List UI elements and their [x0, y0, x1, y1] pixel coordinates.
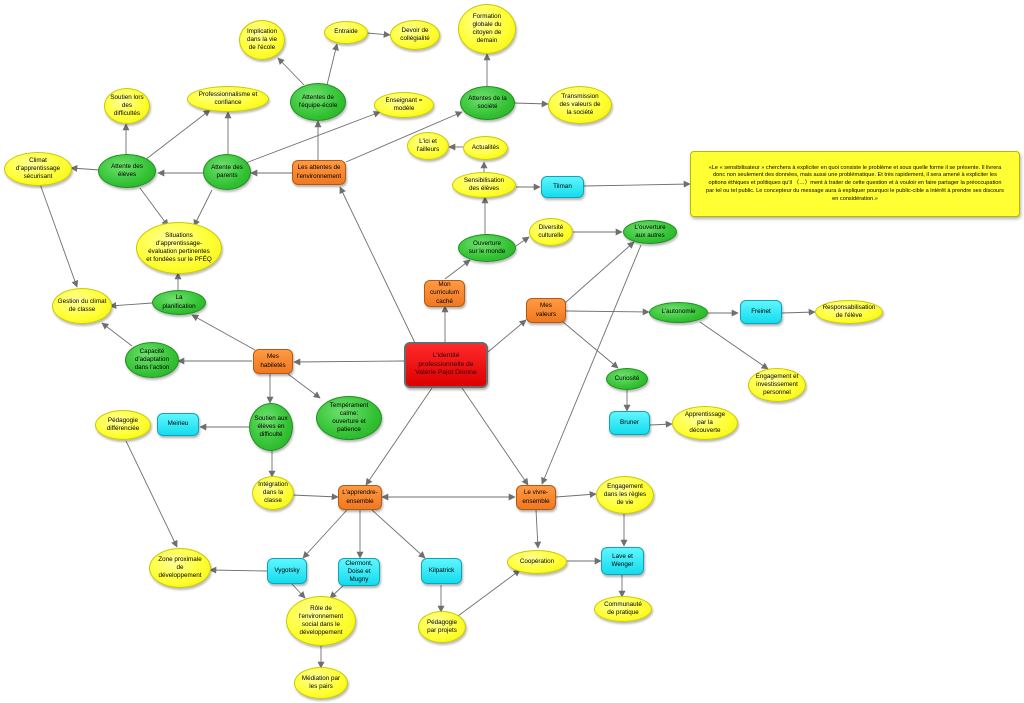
edge	[339, 186, 416, 344]
hub-apprendre-ensemble[interactable]: L'apprendre- ensemble	[338, 485, 382, 510]
edge	[139, 187, 169, 227]
hub-mes-valeurs[interactable]: Mes valeurs	[526, 298, 566, 323]
edge	[109, 302, 153, 310]
node-temperament-calme[interactable]: Tempérament calme: ouverture et patience	[316, 396, 382, 440]
node-attente-parents[interactable]: Attente des parents	[203, 154, 251, 190]
node-attentes-societe[interactable]: Attentes de la société	[460, 86, 515, 120]
edge	[277, 57, 305, 86]
node-kilpatrick[interactable]: Kilpatrick	[421, 558, 462, 584]
edge	[345, 111, 463, 163]
edge	[457, 569, 521, 617]
edge	[487, 319, 527, 353]
edge	[101, 322, 133, 347]
node-actualites[interactable]: Actualités	[463, 136, 508, 160]
node-apprentissage-decouverte[interactable]: Apprentissage par la découverte	[672, 406, 738, 440]
edge	[583, 180, 691, 188]
edge	[302, 509, 348, 559]
node-soutien-difficulte[interactable]: Soutien aux élèves en difficulté	[249, 403, 293, 451]
edge	[515, 236, 530, 247]
hub-vivre-ensemble[interactable]: Le vivre- ensemble	[516, 485, 556, 510]
edge	[191, 314, 256, 351]
edge	[541, 244, 642, 485]
node-situations-apprentissage[interactable]: Situations d'apprentissage- évaluation p…	[136, 222, 222, 274]
node-engagement-regles-vie[interactable]: Engagement dans les règles de vie	[596, 476, 654, 514]
node-role-environnement-social[interactable]: Rôle de l'environnement social dans le d…	[286, 596, 356, 646]
edge	[287, 373, 321, 399]
node-planification[interactable]: La planification	[152, 290, 206, 315]
node-soutien-difficultes[interactable]: Soutien lors des difficultés	[104, 88, 150, 124]
edge	[293, 358, 405, 366]
edge	[513, 100, 549, 108]
edge	[39, 183, 79, 288]
edge	[209, 566, 268, 574]
node-ouverture-monde[interactable]: Ouverture sur le monde	[458, 234, 516, 262]
edge	[193, 189, 213, 227]
node-integration-classe[interactable]: Intégration dans la classe	[252, 476, 294, 510]
edge	[291, 583, 306, 599]
node-cooperation[interactable]: Coopération	[507, 550, 567, 574]
edge	[444, 259, 471, 280]
node-engagement-investissement[interactable]: Engagement et investissement personnel	[748, 368, 806, 402]
node-ici-ailleurs[interactable]: L'ici et l'ailleurs	[407, 132, 449, 160]
node-pedagogie-projets[interactable]: Pédagogie par projets	[418, 611, 466, 643]
node-professionnalisme-confiance[interactable]: Professionnalisme et confiance	[187, 86, 269, 112]
edge	[534, 509, 542, 549]
node-meirieu[interactable]: Meirieu	[157, 413, 199, 436]
edge	[564, 241, 635, 304]
edge	[125, 440, 178, 548]
edge	[555, 490, 597, 498]
edge	[242, 110, 381, 165]
node-attente-eleves[interactable]: Attente des élèves	[98, 154, 156, 188]
edge	[326, 43, 339, 86]
node-gestion-climat[interactable]: Gestion du climat de classe	[52, 288, 112, 324]
node-autonomie[interactable]: L'autonomie	[649, 302, 708, 323]
node-devoir-collegialite[interactable]: Devoir de collégialité	[390, 20, 440, 50]
edge	[565, 308, 650, 316]
edges	[39, 30, 816, 669]
node-entraide[interactable]: Entraide	[324, 21, 368, 44]
edge	[699, 321, 769, 370]
node-attentes-equipe-ecole[interactable]: Attentes de l'équipe-école	[290, 83, 346, 121]
edge	[562, 321, 619, 369]
node-pedagogie-differenciee[interactable]: Pédagogie différenciée	[95, 410, 151, 440]
node-implication-vie-ecole[interactable]: Implication dans la vie de l'école	[239, 20, 285, 60]
node-clermont-doise-mugny[interactable]: Clermont, Doise et Mugny	[338, 558, 380, 586]
node-communaute-pratique[interactable]: Communauté de pratique	[594, 596, 652, 622]
node-transmission-valeurs[interactable]: Transmission des valeurs de la société	[548, 86, 612, 124]
node-bruner[interactable]: Bruner	[609, 411, 650, 435]
edge	[70, 164, 101, 172]
hub-curriculum-cache[interactable]: Mon curriculum caché	[424, 280, 465, 307]
edge	[781, 308, 816, 316]
edge	[291, 493, 339, 501]
node-tilman[interactable]: Tilman	[541, 176, 584, 198]
node-ouverture-autres[interactable]: L'ouverture aux autres	[623, 220, 677, 244]
node-climat-securisant[interactable]: Climat d'apprentissage sécurisant	[4, 152, 72, 186]
node-mediation-pairs[interactable]: Médiation par les pairs	[294, 667, 348, 699]
node-diversite-culturelle[interactable]: Diversité culturelle	[529, 218, 573, 246]
hub-attentes-environnement[interactable]: Les attentes de l'environnement	[292, 160, 346, 185]
edge	[649, 420, 673, 428]
central-node[interactable]: L'identité professionnelle de Valérie Pa…	[404, 342, 488, 388]
edge	[461, 387, 529, 486]
node-enseignant-modele[interactable]: Enseignant = modèle	[374, 92, 434, 118]
node-curiosite[interactable]: Curiosité	[606, 368, 648, 390]
edge	[371, 509, 426, 559]
edge	[144, 109, 211, 161]
edge	[365, 387, 433, 486]
node-zone-proximale[interactable]: Zone proximale de développement	[149, 548, 211, 588]
hub-mes-habiletes[interactable]: Mes habiletés	[253, 349, 293, 374]
quote-box: «Le « sensibilisateur » cherchera à expl…	[690, 151, 1020, 217]
node-sensibilisation-eleves[interactable]: Sensibilisation des élèves	[452, 172, 516, 198]
edge	[366, 30, 391, 38]
node-formation-citoyen[interactable]: Formation globale du citoyen de demain	[458, 4, 516, 54]
node-freinet[interactable]: Freinet	[740, 300, 782, 324]
node-responsabilisation[interactable]: Responsabilisation de l'élève	[815, 300, 883, 324]
node-capacite-adaptation[interactable]: Capacité d'adaptation dans l'action	[125, 342, 179, 378]
node-lave-wenger[interactable]: Lave et Wenger	[601, 547, 644, 575]
node-vygotsky[interactable]: Vygotsky	[267, 558, 307, 584]
